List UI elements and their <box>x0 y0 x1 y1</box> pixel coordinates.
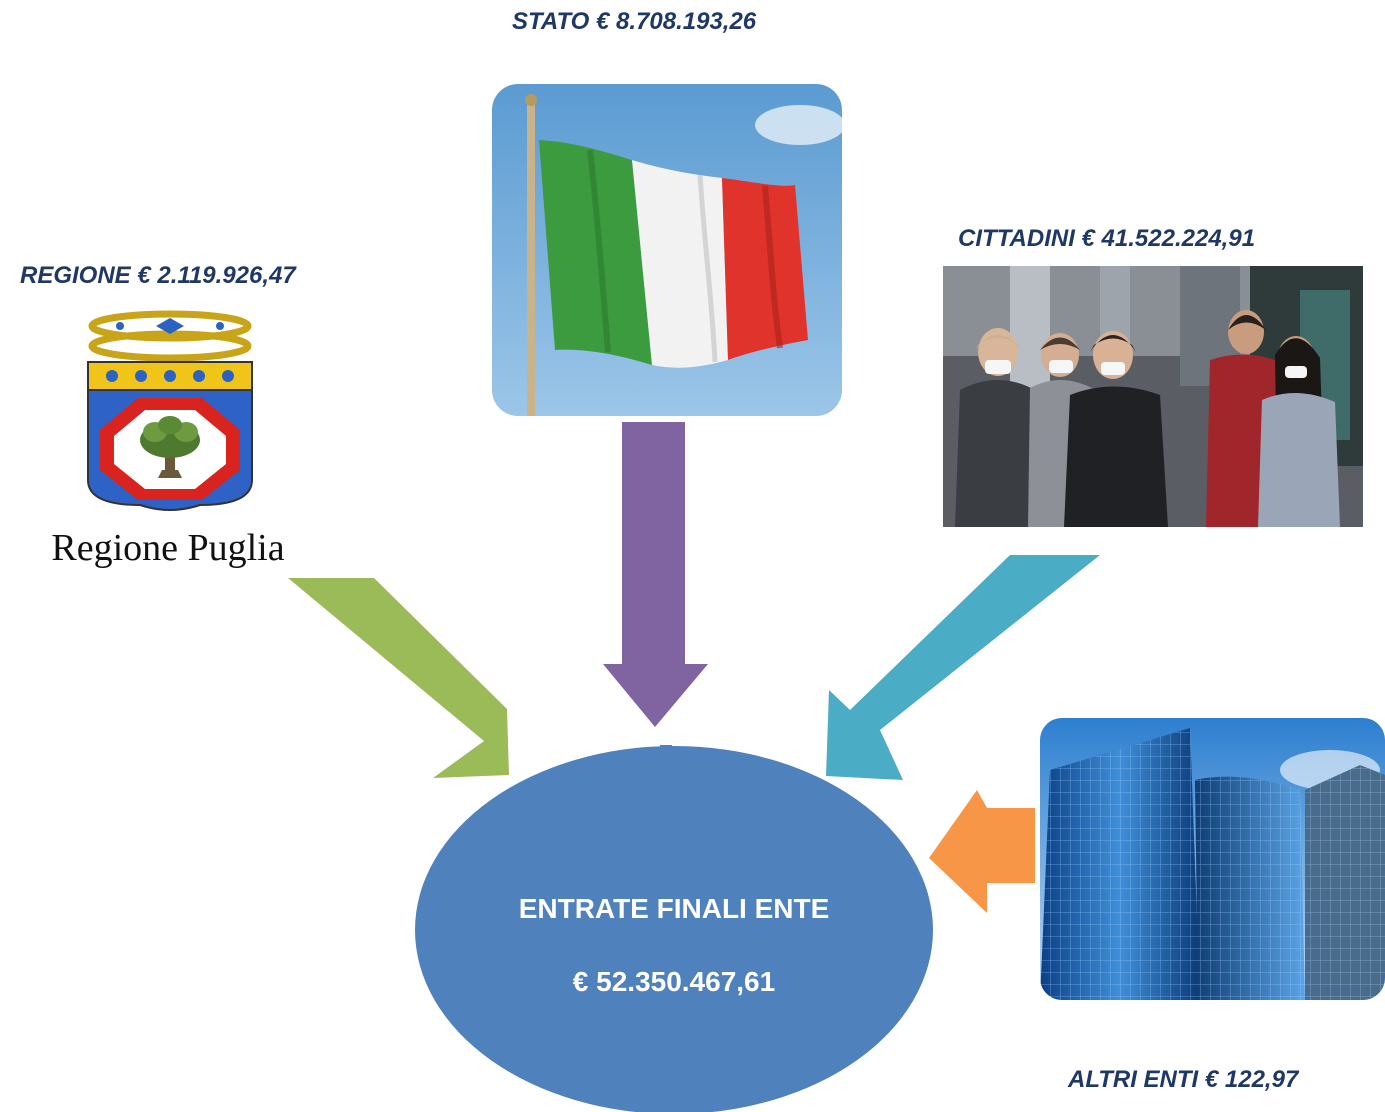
italian-flag-image <box>492 84 842 416</box>
building-image <box>1040 718 1385 1000</box>
arrow-regione <box>288 578 509 778</box>
regione-puglia-logo: Regione Puglia <box>51 310 285 569</box>
label-cittadini: CITTADINI € 41.522.224,91 <box>958 225 1256 252</box>
arrow-stato <box>603 422 708 727</box>
label-altri-enti: ALTRI ENTI € 122,97 <box>1068 1066 1299 1093</box>
label-regione: REGIONE € 2.119.926,47 <box>20 262 296 289</box>
center-ellipse <box>415 746 933 1112</box>
center-total-value: € 52.350.467,61 <box>572 966 776 997</box>
center-title: ENTRATE FINALI ENTE <box>518 893 830 924</box>
label-stato: STATO € 8.708.193,26 <box>512 8 757 35</box>
citizens-image <box>943 266 1363 527</box>
arrow-cittadini <box>826 555 1100 780</box>
arrow-altri <box>929 790 1035 913</box>
regione-logo-text: Regione Puglia <box>51 527 284 569</box>
